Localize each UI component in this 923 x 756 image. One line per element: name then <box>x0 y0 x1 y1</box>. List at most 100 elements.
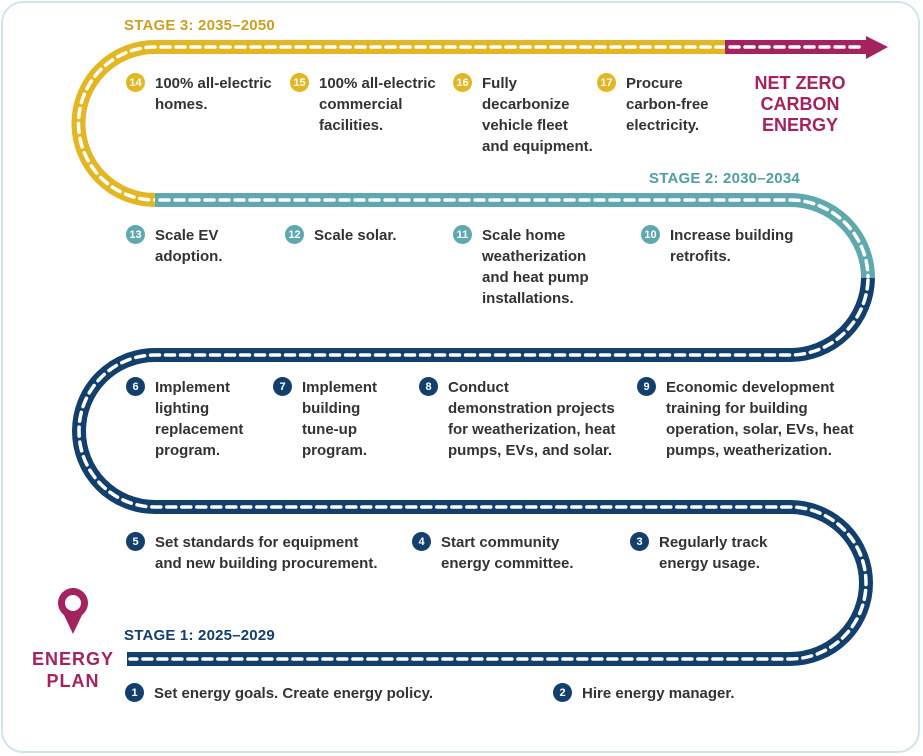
step-number-badge: 17 <box>597 73 616 92</box>
step-description-line: adoption. <box>155 248 223 265</box>
step-description-line: program. <box>302 442 368 459</box>
step-description-line: Scale solar. <box>314 227 397 244</box>
step-description-line: Hire energy manager. <box>582 685 735 702</box>
step-description: Implement lighting replacement program. <box>155 377 243 461</box>
step-description: Set standards for equipment and new build… <box>155 532 378 574</box>
step-description-line: homes. <box>155 96 208 113</box>
roadmap-item-8: 8 Conduct demonstration projects for weathe… <box>419 377 616 461</box>
goal-line-3: ENERGY <box>761 115 839 135</box>
step-description: Increase building retrofits. <box>670 225 793 267</box>
energy-plan-line-1: ENERGY <box>31 649 115 669</box>
road-stage-1-segment <box>72 277 875 666</box>
step-description-line: lighting <box>155 400 210 417</box>
step-description-line: and heat pump <box>482 269 589 286</box>
stage-1-label: STAGE 1: 2025–2029 <box>124 627 275 644</box>
step-number-badge: 9 <box>637 377 656 396</box>
step-description-line: Conduct <box>448 379 509 396</box>
step-description-line: Start community <box>441 534 560 551</box>
step-description-line: demonstration projects <box>448 400 615 417</box>
step-description-line: retrofits. <box>670 248 731 265</box>
roadmap-item-13: 13 Scale EV adoption. <box>126 225 223 267</box>
energy-plan-line-2: PLAN <box>46 671 100 691</box>
goal-line-2: CARBON <box>760 94 840 114</box>
step-description-line: Implement <box>302 379 378 396</box>
step-description: Conduct demonstration projects for weather… <box>448 377 616 461</box>
step-description-line: for weatherization, heat <box>448 421 616 438</box>
step-number-badge: 14 <box>126 73 145 92</box>
step-description-line: Implement <box>155 379 231 396</box>
step-description-line: carbon-free <box>626 96 709 113</box>
step-number-badge: 13 <box>126 225 145 244</box>
step-description-line: pumps, weatherization. <box>666 442 832 459</box>
step-description: Scale EV adoption. <box>155 225 223 267</box>
roadmap-item-15: 15 100% all-electric commercial facilities. <box>290 73 436 136</box>
step-description-line: Economic development <box>666 379 835 396</box>
roadmap-item-1: 1 Set energy goals. Create energy policy. <box>125 683 433 704</box>
road-stage-2-dashes <box>158 198 870 280</box>
step-number-badge: 12 <box>285 225 304 244</box>
step-description-line: weatherization <box>482 248 587 265</box>
step-description-line: Regularly track <box>659 534 768 551</box>
step-description-line: and equipment. <box>482 138 593 155</box>
step-number-badge: 1 <box>125 683 144 702</box>
step-number-badge: 6 <box>126 377 145 396</box>
step-description: Set energy goals. Create energy policy. <box>154 683 433 704</box>
road-stage-1-dashes <box>77 278 870 661</box>
step-number-badge: 2 <box>553 683 572 702</box>
step-description-line: Set energy goals. Create energy policy. <box>154 685 433 702</box>
road-goal <box>725 36 888 59</box>
step-description-line: Increase building <box>670 227 794 244</box>
road-stage-3-dashes <box>76 45 727 202</box>
roadmap-item-2: 2 Hire energy manager. <box>553 683 735 704</box>
step-number-badge: 3 <box>630 532 649 551</box>
step-number-badge: 5 <box>126 532 145 551</box>
step-description-line: Scale EV <box>155 227 219 244</box>
step-number-badge: 15 <box>290 73 309 92</box>
step-description-line: energy committee. <box>441 555 574 572</box>
step-description-line: decarbonize <box>482 96 570 113</box>
step-description: Fully decarbonize vehicle fleet and equipme… <box>482 73 593 157</box>
goal-line-1: NET ZERO <box>754 73 846 93</box>
step-description-line: replacement <box>155 421 244 438</box>
step-description-line: 100% all-electric <box>319 75 436 92</box>
energy-plan-label: ENERGY PLAN <box>26 648 120 692</box>
step-description: Scale solar. <box>314 225 397 246</box>
stage-2-label: STAGE 2: 2030–2034 <box>649 170 800 187</box>
step-description-line: program. <box>155 442 221 459</box>
step-description-line: and new building procurement. <box>155 555 378 572</box>
step-number-badge: 8 <box>419 377 438 396</box>
road-stage-2 <box>155 193 875 280</box>
step-description-line: vehicle fleet <box>482 117 568 134</box>
step-description: 100% all-electric commercial facilities. <box>319 73 436 136</box>
road-stage-1 <box>72 277 875 666</box>
roadmap-item-6: 6 Implement lighting replacement program. <box>126 377 243 461</box>
roadmap-item-5: 5 Set standards for equipment and new buil… <box>126 532 378 574</box>
step-number-badge: 11 <box>453 225 472 244</box>
step-description-line: Fully <box>482 75 518 92</box>
arrow-right-icon <box>866 36 888 59</box>
step-description-line: commercial <box>319 96 403 113</box>
step-description-line: facilities. <box>319 117 384 134</box>
step-description-line: operation, solar, EVs, heat <box>666 421 854 438</box>
step-description-line: installations. <box>482 290 574 307</box>
step-description-line: Set standards for equipment <box>155 534 359 551</box>
step-number-badge: 7 <box>273 377 292 396</box>
road-stage-3 <box>71 40 727 207</box>
